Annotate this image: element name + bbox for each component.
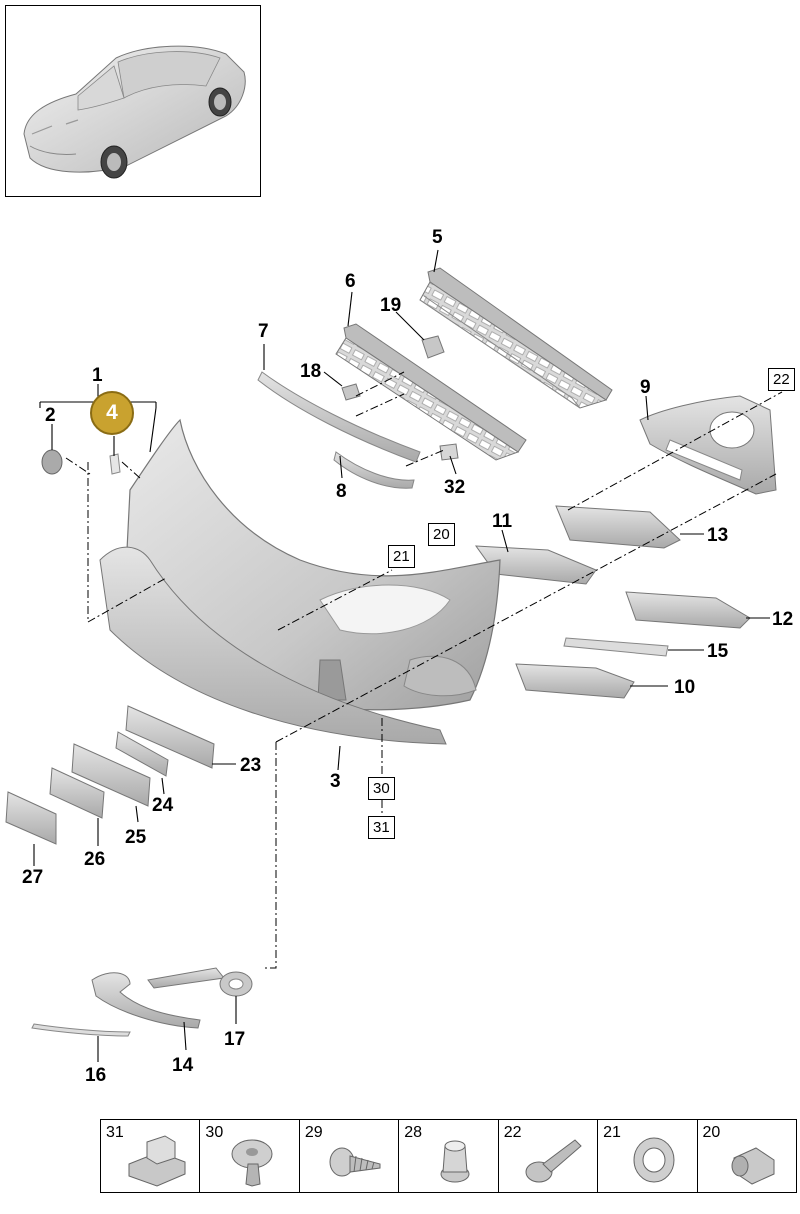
hardware-cell-28[interactable]: 28: [399, 1120, 499, 1192]
part-label-16[interactable]: 16: [85, 1065, 107, 1086]
hardware-number: 30: [205, 1124, 224, 1141]
hardware-cell-31[interactable]: 31: [101, 1120, 201, 1192]
part-label-15[interactable]: 15: [707, 641, 729, 662]
plate-holder-part-26: [49, 767, 105, 819]
part-label-27[interactable]: 27: [22, 867, 44, 888]
trim-strip-part-8: [333, 451, 415, 489]
bracket-part-19: [421, 335, 445, 359]
grille-part-6: [335, 323, 527, 461]
cover-part-4: [109, 453, 121, 475]
hardware-cell-21[interactable]: 21: [598, 1120, 698, 1192]
ref-label-22[interactable]: 22: [768, 368, 795, 391]
clip-nut-icon: [128, 1135, 186, 1187]
part-label-25[interactable]: 25: [125, 827, 147, 848]
lower-spoiler-part-3: [99, 546, 447, 745]
strip-part-16: [31, 1023, 131, 1037]
tapping-screw-icon: [329, 1147, 381, 1177]
trim-strip-part-15: [563, 637, 669, 657]
clip-part-17: [219, 971, 253, 997]
dash-dot-lines: [65, 371, 783, 969]
hardware-number: 31: [106, 1124, 124, 1141]
ref-label-30[interactable]: 30: [368, 777, 395, 800]
leader-lines: [33, 249, 770, 1062]
car-icon: [23, 45, 246, 179]
part-label-8[interactable]: 8: [336, 481, 347, 502]
expansion-nut-icon: [440, 1140, 470, 1183]
ref-label-21[interactable]: 21: [388, 545, 415, 568]
flange-bolt-icon: [525, 1139, 582, 1183]
ref-label-20[interactable]: 20: [428, 523, 455, 546]
part-label-24[interactable]: 24: [152, 795, 174, 816]
bracket-part-18: [341, 383, 361, 401]
sensor-clip-icon: [731, 1147, 775, 1185]
hardware-number: 29: [304, 1124, 323, 1141]
part-label-18[interactable]: 18: [300, 361, 322, 382]
trim-strip-part-7: [257, 371, 421, 463]
plate-holder-part-25: [71, 743, 151, 807]
hardware-cell-20[interactable]: 20: [698, 1120, 796, 1192]
hardware-number: 20: [702, 1124, 721, 1141]
plate-holder-part-24: [115, 731, 169, 777]
part-label-23[interactable]: 23: [240, 755, 262, 776]
mounting-frame-part-9: [639, 395, 777, 495]
trim-part-14: [91, 972, 201, 1029]
hardware-number: 21: [603, 1124, 621, 1141]
hardware-table: 31 30 29 28 22: [100, 1119, 797, 1193]
air-duct-part-10: [515, 663, 635, 699]
plate-holder-part-27: [5, 791, 57, 845]
highlighted-part-badge[interactable]: 4: [90, 391, 134, 435]
spring-nut-icon: [633, 1137, 675, 1183]
upper-grille-part-5: [419, 267, 613, 409]
plate-holder-part-23: [125, 705, 215, 769]
part-label-5[interactable]: 5: [432, 227, 443, 248]
hardware-cell-22[interactable]: 22: [499, 1120, 599, 1192]
part-label-32[interactable]: 32: [444, 477, 466, 498]
part-label-9[interactable]: 9: [640, 377, 651, 398]
part-label-7[interactable]: 7: [258, 321, 269, 342]
part-label-13[interactable]: 13: [707, 525, 729, 546]
part-label-10[interactable]: 10: [674, 677, 696, 698]
part-label-17[interactable]: 17: [224, 1029, 246, 1050]
hardware-cell-29[interactable]: 29: [300, 1120, 400, 1192]
part-label-14[interactable]: 14: [172, 1055, 194, 1076]
ref-label-31[interactable]: 31: [368, 816, 395, 839]
part-label-1[interactable]: 1: [92, 365, 103, 386]
cap-part-2: [41, 449, 63, 475]
part-label-26[interactable]: 26: [84, 849, 106, 870]
vehicle-thumbnail: [5, 5, 261, 197]
hardware-cell-30[interactable]: 30: [200, 1120, 300, 1192]
part-label-2[interactable]: 2: [45, 405, 56, 426]
part-label-3[interactable]: 3: [330, 771, 341, 792]
hardware-number: 22: [503, 1124, 522, 1141]
air-duct-part-12: [625, 591, 751, 629]
air-duct-part-13: [555, 505, 681, 549]
part-label-11[interactable]: 11: [492, 511, 513, 532]
part-label-6[interactable]: 6: [345, 271, 356, 292]
hardware-number: 28: [404, 1124, 423, 1141]
expanding-rivet-icon: [231, 1139, 273, 1187]
bracket-part-32: [439, 443, 459, 461]
part-label-12[interactable]: 12: [772, 609, 794, 630]
trim-part-14-upper: [147, 967, 225, 989]
part-label-19[interactable]: 19: [380, 295, 402, 316]
